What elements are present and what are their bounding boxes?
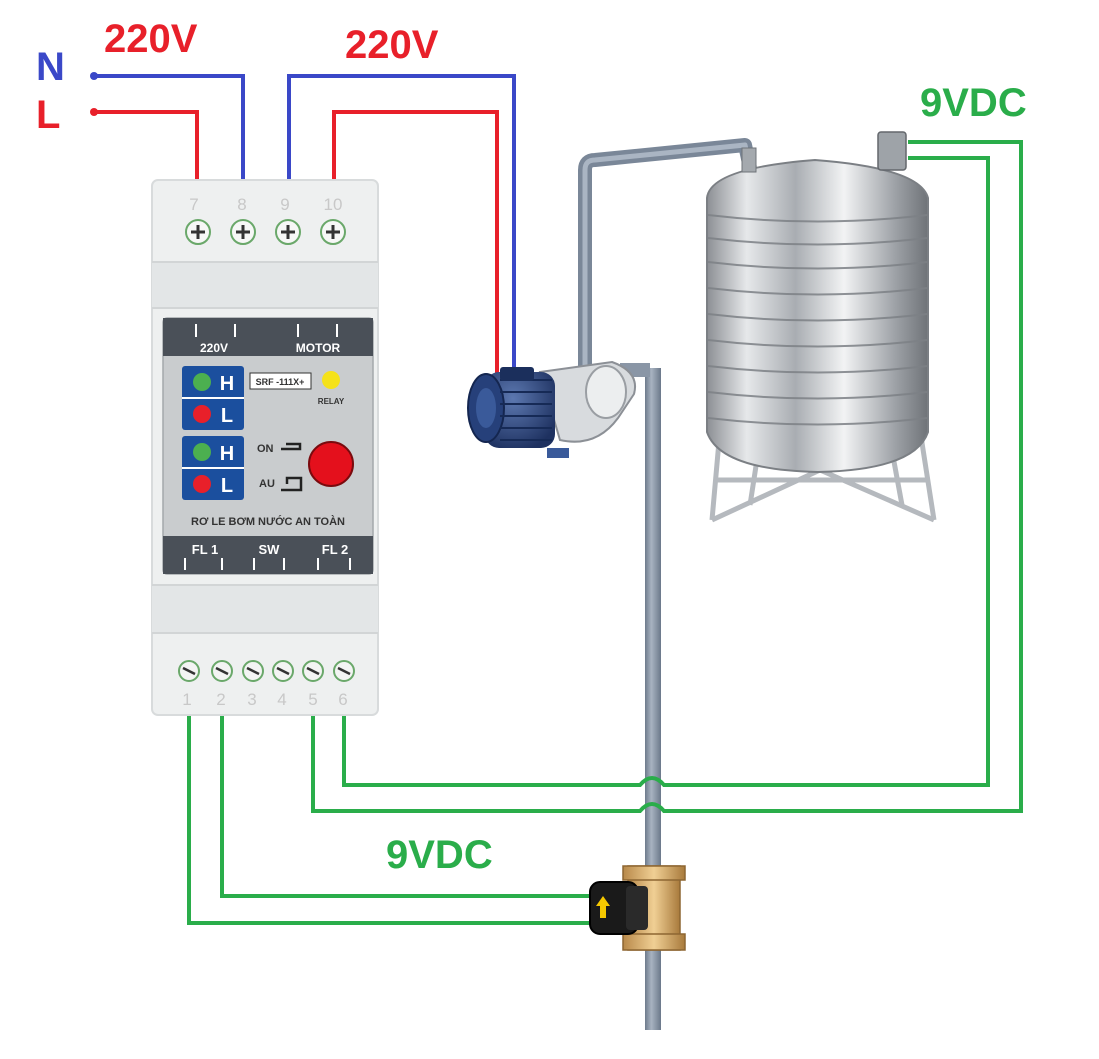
relay-label: RELAY bbox=[318, 397, 345, 406]
panel-top-band bbox=[163, 318, 373, 356]
vertical-pipe bbox=[645, 368, 661, 1030]
terminal-2-label: 2 bbox=[216, 690, 225, 709]
signal-wires bbox=[187, 140, 1023, 925]
on-label: ON bbox=[257, 443, 274, 455]
terminal-9-label: 9 bbox=[280, 195, 289, 214]
screw-icon bbox=[185, 219, 211, 245]
screw-icon bbox=[272, 660, 294, 682]
flow-direction-arrow-icon bbox=[596, 896, 610, 918]
low-indicator-led-1 bbox=[193, 405, 211, 423]
water-pump bbox=[467, 360, 636, 458]
supply-voltage-label: 220V bbox=[104, 17, 198, 61]
level-sensor bbox=[877, 131, 907, 171]
panel-motor-label: MOTOR bbox=[296, 341, 341, 355]
au-label: AU bbox=[259, 478, 275, 490]
relay-device: 7 8 9 10 bbox=[151, 179, 379, 716]
neutral-label: N bbox=[36, 45, 65, 89]
indicator-l-label-2: L bbox=[221, 475, 233, 497]
motor-voltage-label: 220V bbox=[345, 23, 439, 67]
live-label: L bbox=[36, 93, 60, 137]
indicator-h-label-1: H bbox=[220, 373, 234, 395]
terminal-1-label: 1 bbox=[182, 690, 191, 709]
screw-icon bbox=[178, 660, 200, 682]
level-indicator-2: H L bbox=[182, 436, 244, 500]
terminal-6-label: 6 bbox=[338, 690, 347, 709]
screw-icon bbox=[211, 660, 233, 682]
sw-label: SW bbox=[259, 542, 281, 557]
screw-icon bbox=[242, 660, 264, 682]
terminal-4-label: 4 bbox=[277, 690, 286, 709]
model-badge bbox=[249, 372, 312, 390]
high-indicator-led-2 bbox=[193, 443, 211, 461]
water-tank bbox=[706, 131, 937, 523]
screw-icon bbox=[333, 660, 355, 682]
high-indicator-led-1 bbox=[193, 373, 211, 391]
fl1-label: FL 1 bbox=[192, 542, 219, 557]
relay-led bbox=[322, 371, 340, 389]
fl2-label: FL 2 bbox=[322, 542, 349, 557]
terminal-5-label: 5 bbox=[308, 690, 317, 709]
screw-icon bbox=[275, 219, 301, 245]
level-indicator-1: H L bbox=[182, 366, 244, 430]
flow-switch bbox=[589, 865, 686, 951]
low-indicator-led-2 bbox=[193, 475, 211, 493]
screw-icon bbox=[320, 219, 346, 245]
flow-switch-voltage-label: 9VDC bbox=[386, 833, 493, 877]
screw-icon bbox=[302, 660, 324, 682]
power-wires bbox=[90, 72, 516, 373]
terminal-8-label: 8 bbox=[237, 195, 246, 214]
panel-bottom-band bbox=[163, 536, 373, 574]
device-title: RƠ LE BƠM NƯỚC AN TOÀN bbox=[191, 515, 345, 528]
top-terminal-screws bbox=[185, 219, 346, 245]
model-label: SRF -111X+ bbox=[256, 377, 305, 387]
water-pipes bbox=[578, 138, 757, 1030]
indicator-h-label-2: H bbox=[220, 443, 234, 465]
bottom-terminal-screws bbox=[178, 660, 355, 682]
reset-button[interactable] bbox=[308, 441, 354, 487]
panel-220v-label: 220V bbox=[200, 341, 228, 355]
indicator-l-label-1: L bbox=[221, 405, 233, 427]
screw-icon bbox=[230, 219, 256, 245]
terminal-7-label: 7 bbox=[189, 195, 198, 214]
terminal-3-label: 3 bbox=[247, 690, 256, 709]
tank-sensor-voltage-label: 9VDC bbox=[920, 81, 1027, 125]
terminal-10-label: 10 bbox=[324, 195, 343, 214]
